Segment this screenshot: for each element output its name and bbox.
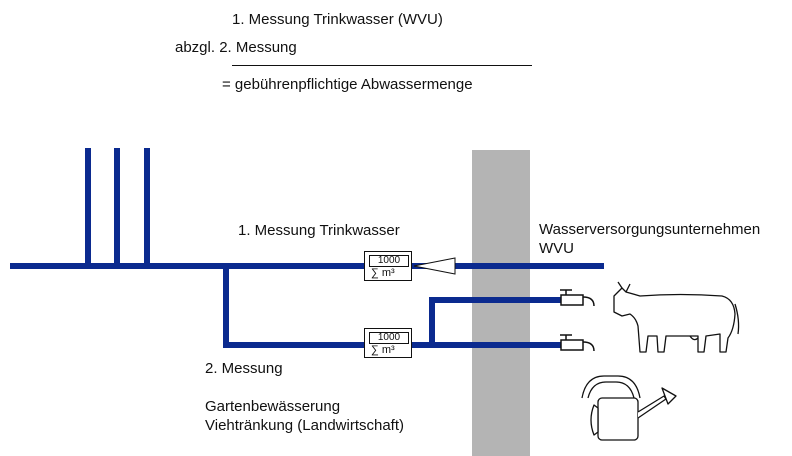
label-use-garden: Gartenbewässerung — [205, 398, 341, 415]
pipes — [10, 148, 604, 348]
formula-divider — [232, 65, 532, 66]
label-wvu-name: Wasserversorgungsunternehmen — [539, 221, 761, 238]
branch-pipe — [223, 266, 566, 348]
faucet-icon — [560, 289, 595, 307]
watering-can-icon — [581, 375, 677, 441]
meter-unit: ∑ m³ — [371, 267, 395, 279]
label-use-livestock: Viehtränkung (Landwirtschaft) — [205, 417, 404, 434]
label-wvu-abbr: WVU — [539, 240, 574, 257]
meter-reading: 1000 — [369, 332, 409, 344]
cow-icon — [613, 281, 740, 353]
label-messung-1: 1. Messung Trinkwasser — [238, 222, 400, 239]
meter-unit: ∑ m³ — [371, 344, 395, 356]
meter-reading: 1000 — [369, 255, 409, 267]
formula-line-1: 1. Messung Trinkwasser (WVU) — [232, 11, 443, 28]
branch-pipe-upper — [429, 297, 566, 345]
water-meter-icon: 1000 ∑ m³ — [364, 251, 412, 281]
formula-line-2: abzgl. 2. Messung — [175, 39, 297, 56]
faucet-icon — [560, 334, 595, 352]
label-messung-2: 2. Messung — [205, 360, 283, 377]
formula-line-3: = gebührenpflichtige Abwassermenge — [222, 76, 473, 93]
water-meter-icon: 1000 ∑ m³ — [364, 328, 412, 358]
flow-arrow-icon — [413, 257, 456, 275]
